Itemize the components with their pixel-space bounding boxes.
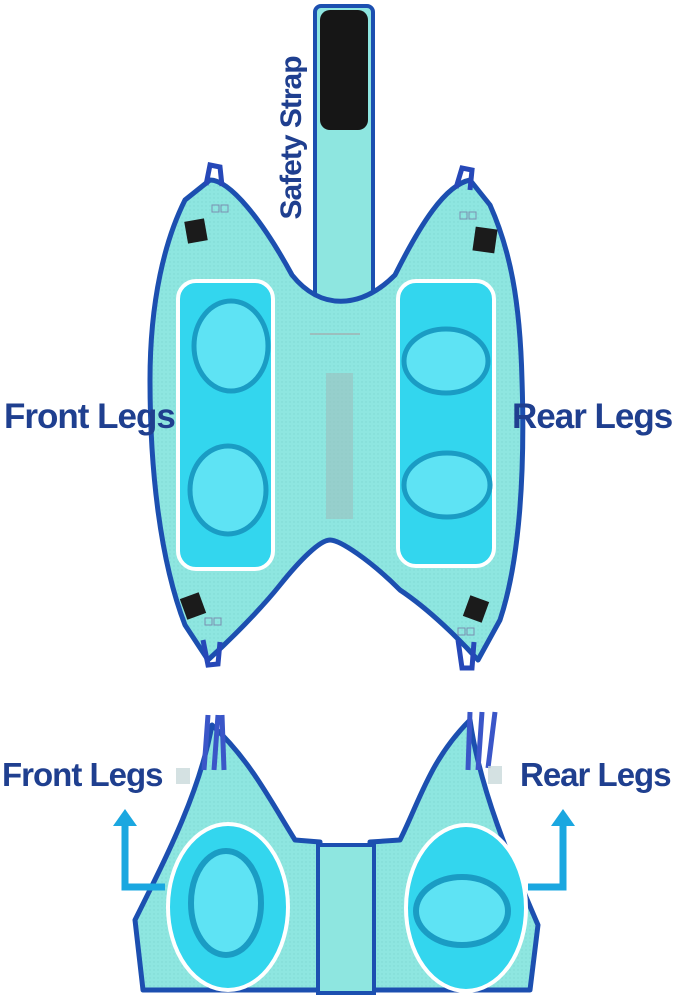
- front-legs-arrow: [121, 825, 165, 891]
- rear-legs-label-bottom: Rear Legs: [520, 756, 672, 793]
- rear-legs-arrow-head: [551, 809, 575, 826]
- front-leg-panel-top: [176, 279, 275, 571]
- safety-strap: [313, 4, 375, 320]
- rear-leg-hole-lower: [401, 450, 493, 520]
- rear-leg-hole-upper: [401, 326, 491, 396]
- front-leg-panel-bottom: [166, 822, 290, 992]
- rear-leg-panel-top: [396, 279, 496, 568]
- handle-loops-top: [200, 162, 477, 671]
- front-legs-arrow-head: [113, 809, 137, 826]
- safety-strap-label: Safety Strap: [275, 56, 308, 220]
- front-legs-label-bottom: Front Legs: [2, 756, 163, 793]
- rear-leg-panel-bottom: [404, 823, 528, 993]
- front-leg-hole-lower: [187, 443, 269, 537]
- care-symbols-top: [204, 204, 477, 636]
- center-seam: [326, 373, 353, 519]
- velcro-patches-top: [179, 218, 498, 623]
- rear-legs-label-top: Rear Legs: [512, 397, 673, 436]
- front-legs-label-top: Front Legs: [4, 397, 176, 436]
- rear-legs-arrow: [528, 825, 567, 891]
- middle-strap-bottom: [316, 843, 376, 995]
- handle-straps-bottom: [201, 711, 498, 771]
- front-leg-hole-upper: [191, 298, 271, 394]
